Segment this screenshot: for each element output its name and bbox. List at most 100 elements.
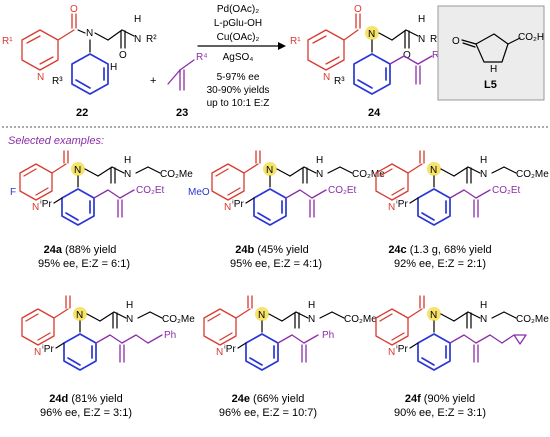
amide-h: H	[480, 155, 487, 166]
amide-h: H	[126, 300, 133, 311]
nh-n: N	[134, 34, 141, 45]
ester: Ph	[322, 330, 334, 341]
product-24: N R¹ O N O H N R² R³ R⁴ 24	[290, 4, 444, 119]
example-id: 24e	[232, 393, 250, 405]
example-24b: N MeO N H N CO₂Me ⁱPr CO₂Et 24b (45% yie…	[188, 150, 385, 270]
epoxide-ring	[513, 334, 527, 345]
example-24d: N N H N CO₂Me ⁱPr Ph 24d (81% yield 96% …	[21, 295, 195, 419]
amide-n: N	[74, 165, 81, 176]
example-id: 24c	[388, 244, 406, 256]
r4-label: R⁴	[196, 52, 208, 63]
compound-23-label: 23	[176, 107, 188, 119]
p-nh-n: N	[418, 34, 425, 45]
ligand-co2h: CO₂H	[518, 32, 544, 43]
ligand-nh: H	[490, 64, 497, 75]
substituent: F	[10, 187, 16, 198]
amide-ester: CO₂Me	[160, 169, 193, 180]
amide-ester: CO₂Me	[516, 169, 549, 180]
n-highlight	[365, 26, 379, 40]
amide-n: N	[258, 310, 265, 321]
amide-nh: N	[124, 169, 131, 180]
nh-h: H	[134, 14, 141, 25]
pyridine-n: N	[34, 347, 41, 358]
example-24a: N F N H N CO₂Me ⁱPr CO₂Et 24a (88% yield…	[10, 150, 193, 270]
r1-label: R¹	[2, 36, 13, 47]
ester: Ph	[164, 330, 176, 341]
amide-nh: N	[126, 314, 133, 325]
amide-n: N	[86, 28, 93, 39]
result-ez: up to 10:1 E:Z	[207, 98, 270, 109]
example-selectivity: 90% ee, E:Z = 3:1)	[394, 407, 486, 419]
amide-ester: CO₂Me	[344, 314, 377, 325]
example-yield: 24b (45% yield	[235, 244, 308, 256]
selected-examples-heading: Selected examples:	[8, 135, 104, 147]
r3-label: R³	[52, 76, 63, 87]
ligand-l5-box: O CO₂H H L5	[437, 5, 545, 101]
ipr: ⁱPr	[224, 344, 236, 355]
amide-n: N	[266, 165, 273, 176]
result-yield: 30-90% yields	[207, 85, 270, 96]
r2-label: R²	[146, 34, 157, 45]
ipr: ⁱPr	[232, 199, 244, 210]
pyridine-n: N	[388, 347, 395, 358]
compound-22-label: 22	[76, 107, 88, 119]
ligand-l5-label: L5	[484, 79, 497, 91]
example-yield: 24c (1.3 g, 68% yield	[388, 244, 491, 256]
example-id: 24a	[44, 244, 63, 256]
example-selectivity: 96% ee, E:Z = 3:1)	[40, 407, 132, 419]
amide-h: H	[316, 155, 323, 166]
p-r1-label: R¹	[290, 36, 301, 47]
plus-sign: +	[150, 75, 156, 87]
p-r2-label: R²	[430, 34, 441, 45]
ipr: ⁱPr	[396, 199, 408, 210]
condition-1: Pd(OAc)₂	[217, 4, 259, 15]
pyridine-n: N	[388, 202, 395, 213]
p-r3-label: R³	[334, 76, 345, 87]
amide-n: N	[76, 310, 83, 321]
example-id: 24f	[405, 393, 421, 405]
amide-nh: N	[308, 314, 315, 325]
example-id: 24d	[49, 393, 68, 405]
reactant-22: N R¹ O N O H N R² H R³ 22	[2, 4, 157, 119]
amide-nh: N	[480, 314, 487, 325]
ester: CO₂Et	[136, 185, 165, 196]
p-carbonyl-o: O	[354, 4, 362, 15]
example-yield: 24a (88% yield	[44, 244, 117, 256]
amide-nh: N	[480, 169, 487, 180]
example-24f: N N H N CO₂Me ⁱPr 24f (90% yield 90% ee,…	[375, 295, 549, 419]
example-selectivity: 95% ee, E:Z = 4:1)	[230, 258, 322, 270]
pyridine-n: N	[37, 72, 44, 83]
example-24e: N N H N CO₂Me ⁱPr Ph 24e (66% yield 96% …	[203, 295, 377, 419]
h-label: H	[110, 62, 117, 73]
condition-2: L-pGlu-OH	[214, 18, 262, 29]
pyridine-n: N	[32, 202, 39, 213]
example-id: 24b	[235, 244, 254, 256]
amide-h: H	[480, 300, 487, 311]
ipr: ⁱPr	[396, 344, 408, 355]
conditions-arrow: Pd(OAc)₂ L-pGlu-OH Cu(OAc)₂ AgSO₄ 5-97% …	[197, 4, 286, 109]
example-24c: N N H N CO₂Me ⁱPr CO₂Et 24c (1.3 g, 68% …	[375, 150, 549, 270]
p-nh-h: H	[418, 14, 425, 25]
amide-ester: CO₂Me	[162, 314, 195, 325]
example-selectivity: 96% ee, E:Z = 10:7)	[219, 407, 317, 419]
ipr: ⁱPr	[42, 344, 54, 355]
substituent: MeO	[188, 187, 210, 198]
ipr: ⁱPr	[40, 199, 52, 210]
ester: CO₂Et	[328, 185, 357, 196]
p-gly-o: O	[403, 50, 411, 61]
example-selectivity: 95% ee, E:Z = 6:1)	[38, 258, 130, 270]
amide-ester: CO₂Me	[352, 169, 385, 180]
amide-h: H	[308, 300, 315, 311]
ester: CO₂Et	[492, 185, 521, 196]
example-yield: 24f (90% yield	[405, 393, 475, 405]
condition-4: AgSO₄	[223, 52, 254, 63]
condition-3: Cu(OAc)₂	[217, 32, 260, 43]
ligand-o: O	[452, 36, 460, 47]
p-amide-n: N	[368, 29, 375, 40]
compound-24-label: 24	[368, 107, 381, 119]
example-yield: 24e (66% yield	[232, 393, 305, 405]
reagent-23: R⁴ 23	[167, 52, 208, 119]
example-yield: 24d (81% yield	[49, 393, 122, 405]
amide-n: N	[430, 310, 437, 321]
